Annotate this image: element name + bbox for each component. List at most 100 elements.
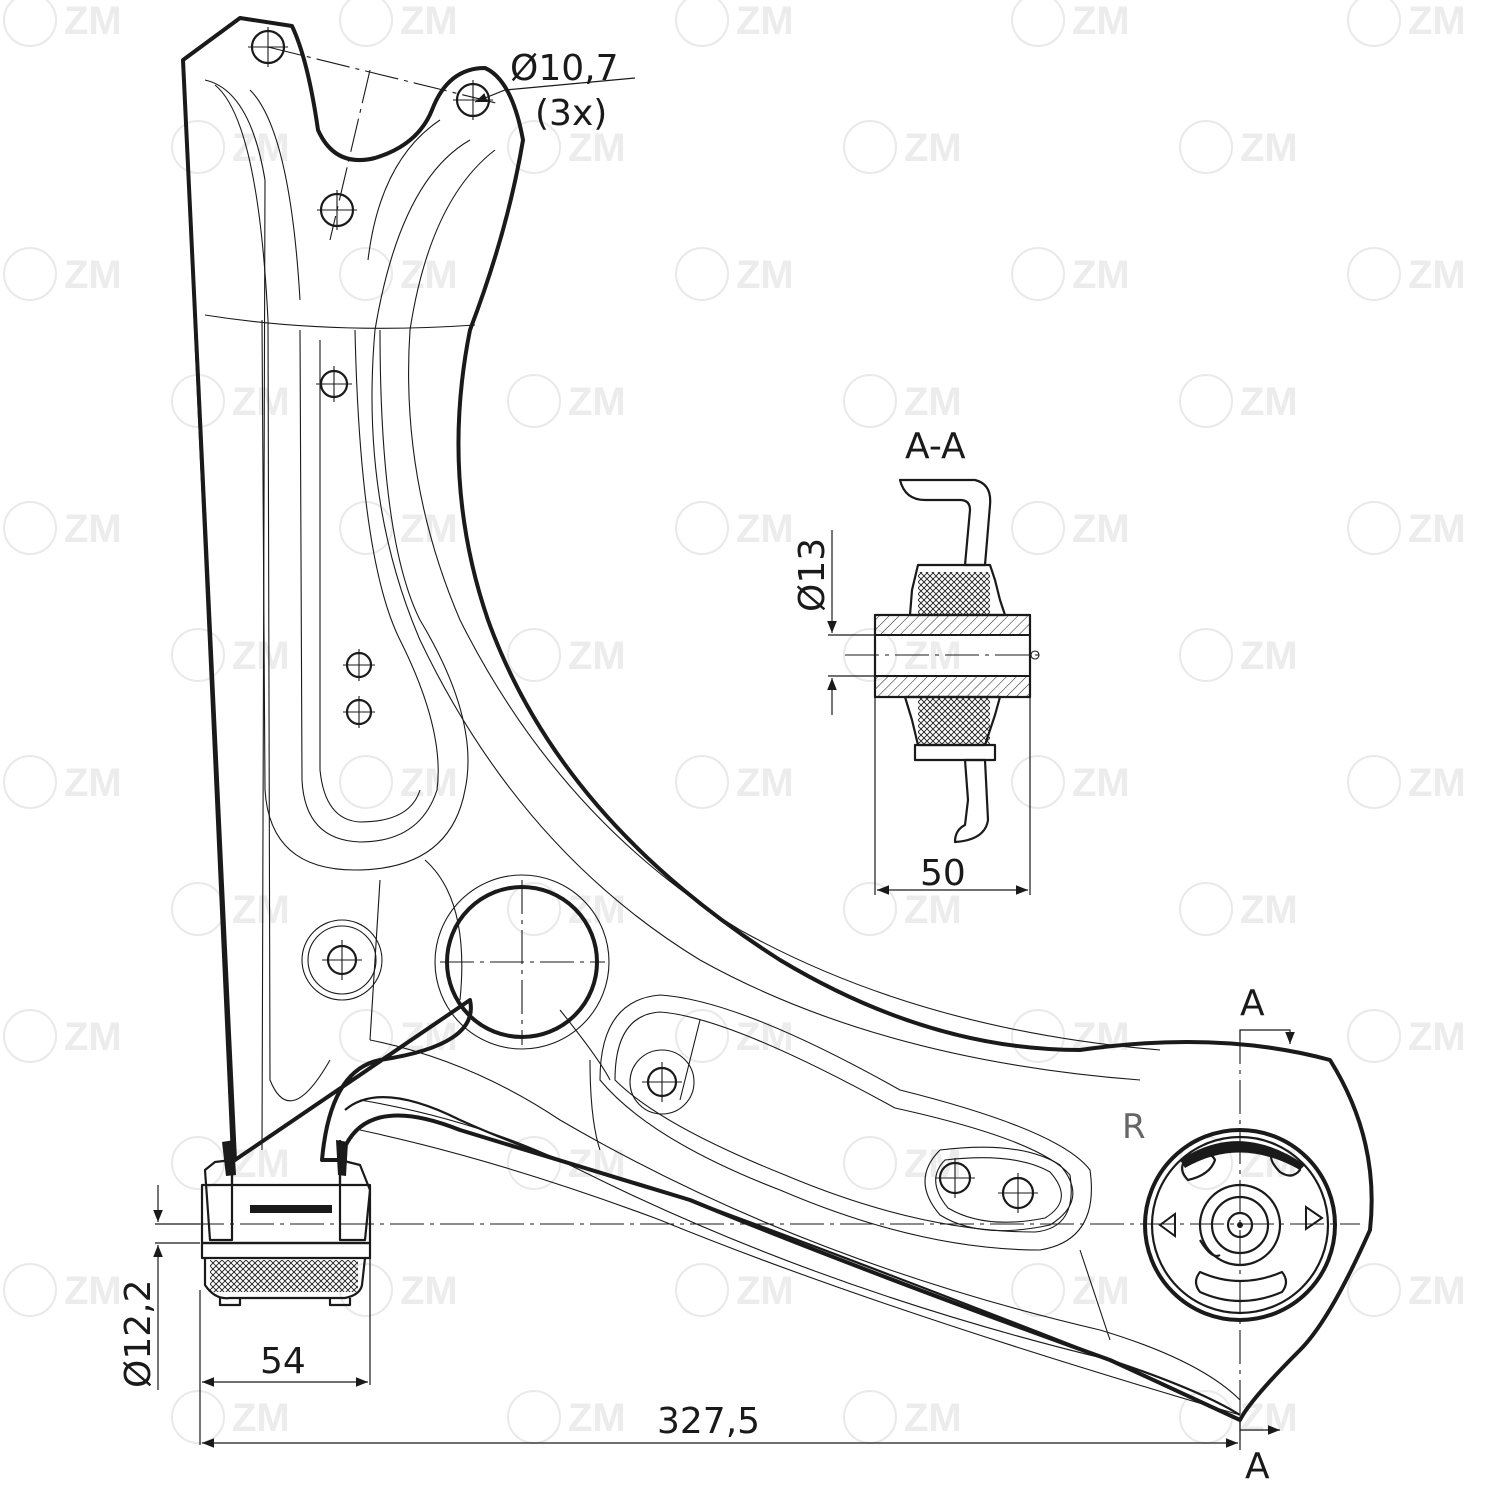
watermark-logo-icon (1347, 247, 1401, 301)
watermark-logo-icon (675, 755, 729, 809)
arrow-left-icon (1158, 1212, 1176, 1238)
section-arrow-top (1239, 1029, 1295, 1044)
watermark-text: ZM (1072, 1015, 1130, 1059)
watermark-logo-icon (675, 247, 729, 301)
mounting-holes (248, 27, 1038, 1213)
rivet-hole-2-cross (343, 649, 375, 681)
watermark-text: ZM (400, 1015, 458, 1059)
watermark-logo-icon (1179, 120, 1233, 174)
upper-pocket-outer (261, 319, 469, 871)
watermark-logo-icon (1011, 501, 1065, 555)
watermark-text: ZM (64, 1269, 122, 1313)
rear-bushing-clamps (222, 1140, 348, 1176)
dim-hole-count-label: (3x) (535, 93, 607, 134)
dim-overall-length-label: 327,5 (657, 1401, 760, 1442)
watermark-text: ZM (904, 126, 962, 170)
dim-50-ext (874, 697, 1031, 895)
section-mark-bottom: A (1245, 1446, 1270, 1487)
watermark-text: ZM (1408, 507, 1466, 551)
watermark-logo-icon (3, 501, 57, 555)
rear-bushing-sleeve (200, 1241, 372, 1260)
arrow-right-icon (1305, 1205, 1324, 1231)
watermark-text: ZM (400, 761, 458, 805)
surface-line-5 (1079, 1249, 1111, 1341)
rear-bushing-rubber (203, 1257, 367, 1300)
boss-outer (301, 919, 383, 1001)
watermark-text: ZM (232, 1142, 290, 1186)
watermark-text: ZM (1408, 0, 1466, 43)
section-view-a-a (845, 478, 1040, 844)
watermark-logo-icon (3, 1263, 57, 1317)
watermark-logo-icon (171, 1136, 225, 1190)
watermark-text: ZM (1408, 253, 1466, 297)
watermark-logo-icon (843, 1136, 897, 1190)
section-title: A-A (905, 426, 966, 467)
watermark-text: ZM (904, 888, 962, 932)
dim-122-ext (155, 1223, 200, 1244)
watermark-logo-icon (1011, 1263, 1065, 1317)
watermark-logo-icon (843, 882, 897, 936)
lower-edge (344, 1096, 1241, 1416)
surface-line-1 (369, 879, 381, 1041)
watermark-text: ZM (400, 1269, 458, 1313)
bushing-slot-1 (1181, 1152, 1217, 1182)
section-lower-ring (913, 743, 997, 762)
rib-line-2 (214, 84, 331, 1102)
watermark-text: ZM (232, 380, 290, 424)
rib-line-1 (204, 79, 266, 1151)
section-arrow-bottom (1239, 1420, 1280, 1435)
section-top-bracket (898, 478, 992, 567)
pair-hole-1-cross (935, 1158, 975, 1198)
watermark-logo-icon (171, 1390, 225, 1444)
watermark-logo-icon (339, 0, 393, 47)
dim-13-ext (828, 634, 875, 677)
rear-bushing-right-ear (338, 1158, 372, 1242)
watermark-logo-icon (1347, 1009, 1401, 1063)
boss-hole-cross (322, 940, 362, 980)
watermark-logo-icon (339, 501, 393, 555)
watermark-logo-icon (507, 120, 561, 174)
watermark-text: ZM (568, 380, 626, 424)
watermark-text: ZM (64, 507, 122, 551)
upper-pocket-inner (299, 329, 439, 843)
mark-r-label: R (1122, 1107, 1146, 1147)
watermark-text: ZM (1072, 253, 1130, 297)
watermark-text: ZM (232, 1396, 290, 1440)
rear-bushing-rubber-hatch (210, 1260, 358, 1292)
watermark-logo-icon (507, 1390, 561, 1444)
section-center-dot (1030, 650, 1040, 660)
large-hole-centerlines (440, 880, 605, 1045)
watermark-logo-icon (3, 1009, 57, 1063)
control-arm (181, 16, 1374, 1422)
watermark-logo-icon (3, 755, 57, 809)
watermark-text: ZM (400, 0, 458, 43)
section-bottom-bracket (953, 758, 990, 844)
section-upper-rubber (918, 572, 990, 616)
watermark-logo-icon (339, 1009, 393, 1063)
watermark-text: ZM (64, 1015, 122, 1059)
watermark-text: ZM (568, 1396, 626, 1440)
watermark-logo-icon (675, 0, 729, 47)
watermark-logo-icon (339, 755, 393, 809)
upper-pocket-inner2 (319, 340, 421, 823)
lower-pocket-inner (614, 1011, 1072, 1233)
pair-hole-2-cross (998, 1173, 1038, 1213)
hole-center-line-2 (329, 69, 371, 241)
watermark-logo-icon (1179, 1390, 1233, 1444)
rib-line-5 (408, 149, 1161, 1051)
watermark-logo-icon (507, 1136, 561, 1190)
watermark-text: ZM (1072, 0, 1130, 43)
watermark-logo-icon (507, 374, 561, 428)
watermark-logo-icon (843, 120, 897, 174)
surface-line-6 (589, 1059, 601, 1151)
watermark-logo-icon (1011, 1009, 1065, 1063)
rivet-hole-3-cross (343, 696, 375, 728)
watermark-text: ZM (1240, 126, 1298, 170)
watermark-text: ZM (568, 634, 626, 678)
watermark-logo-icon (843, 1390, 897, 1444)
watermark-text: ZM (568, 126, 626, 170)
labels: Ø10,7 (3x) A-A Ø13 50 Ø12,2 54 327,5 A A… (118, 48, 1270, 1487)
section-upper-rubber-outline (908, 563, 1007, 617)
watermark-logo-icon (171, 120, 225, 174)
